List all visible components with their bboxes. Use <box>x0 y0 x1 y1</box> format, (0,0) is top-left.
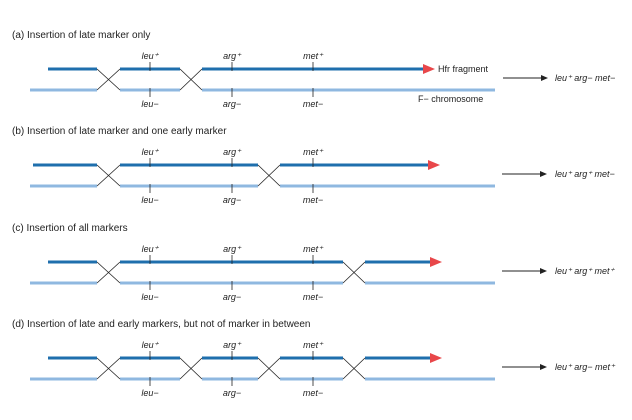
panel-a-marker-top-label: arg⁺ <box>223 51 242 61</box>
panel-d-crossover-line <box>342 357 366 380</box>
panel-a-marker-bottom-label: leu− <box>141 99 158 109</box>
panel-b-crossover-line <box>96 164 121 187</box>
panel-c-title: (c) Insertion of all markers <box>12 223 128 234</box>
panel-d-marker-top-label: leu⁺ <box>142 340 160 350</box>
panel-a-marker-bottom-label: met− <box>303 99 323 109</box>
panel-a-result-genotype: leu⁺ arg− met− <box>555 73 615 83</box>
panel-c-marker-top-label: met⁺ <box>303 244 324 254</box>
panel-b-marker-top-label: met⁺ <box>303 147 324 157</box>
panel-c-hfr-arrowhead <box>430 257 442 267</box>
panel-d-title: (d) Insertion of late and early markers,… <box>12 319 310 330</box>
panel-d-marker-bottom-label: leu− <box>141 388 158 398</box>
panel-b-marker-bottom-label: leu− <box>141 195 158 205</box>
panel-d-result-arrowhead <box>540 364 547 370</box>
panel-c-marker-bottom-label: met− <box>303 292 323 302</box>
panel-d-marker-bottom-label: arg− <box>223 388 241 398</box>
panel-b-marker-top-label: arg⁺ <box>223 147 242 157</box>
panel-c-crossover-line <box>342 261 366 284</box>
panel-d-crossover-line <box>96 357 121 380</box>
panel-c-crossover-line <box>96 261 121 284</box>
panel-c-result-genotype: leu⁺ arg⁺ met⁺ <box>555 266 616 276</box>
panel-b-hfr-arrowhead <box>428 160 440 170</box>
panel-d-marker-bottom-label: met− <box>303 388 323 398</box>
panel-b-marker-bottom-label: arg− <box>223 195 241 205</box>
panel-a-crossover-line <box>96 68 121 91</box>
f-minus-chromosome-label: F− chromosome <box>418 94 483 104</box>
panel-d-crossover-line <box>179 357 203 380</box>
panel-a-result-arrowhead <box>541 75 548 81</box>
hfr-fragment-label: Hfr fragment <box>438 64 489 74</box>
panel-d-marker-top-label: met⁺ <box>303 340 324 350</box>
panel-d-marker-top-label: arg⁺ <box>223 340 242 350</box>
panel-a-hfr-arrowhead <box>423 64 435 74</box>
panel-b-result-arrowhead <box>540 171 547 177</box>
panel-c-marker-top-label: arg⁺ <box>223 244 242 254</box>
panel-a-crossover-line <box>179 68 203 91</box>
panel-d-hfr-arrowhead <box>430 353 442 363</box>
panel-d-crossover-line <box>257 357 281 380</box>
panel-b-marker-bottom-label: met− <box>303 195 323 205</box>
panel-b-marker-top-label: leu⁺ <box>142 147 160 157</box>
panel-b-crossover-line <box>257 164 281 187</box>
panel-a-marker-top-label: met⁺ <box>303 51 324 61</box>
panel-b-result-genotype: leu⁺ arg⁺ met− <box>555 169 615 179</box>
panel-a-marker-bottom-label: arg− <box>223 99 241 109</box>
panel-c-marker-bottom-label: leu− <box>141 292 158 302</box>
panel-c-marker-top-label: leu⁺ <box>142 244 160 254</box>
panel-a-marker-top-label: leu⁺ <box>142 51 160 61</box>
panel-b-title: (b) Insertion of late marker and one ear… <box>12 126 227 137</box>
panel-c-marker-bottom-label: arg− <box>223 292 241 302</box>
panel-a-title: (a) Insertion of late marker only <box>12 30 150 41</box>
panel-c-result-arrowhead <box>540 268 547 274</box>
panel-d-result-genotype: leu⁺ arg− met⁺ <box>555 362 616 372</box>
